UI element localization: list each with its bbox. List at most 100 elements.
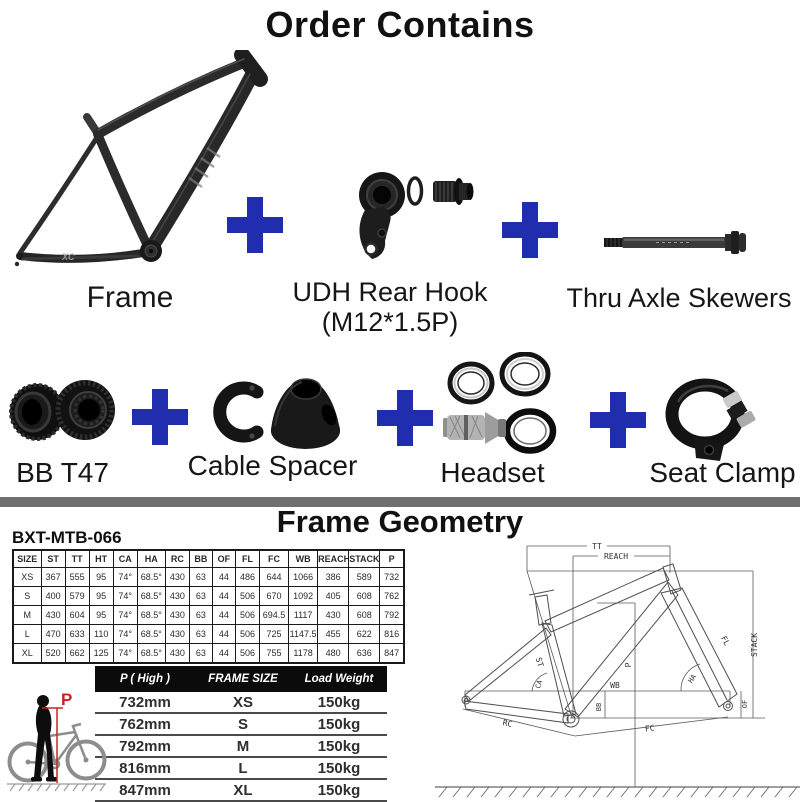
geometry-table-cell: 636 [348,643,381,664]
geometry-table-cell: 44 [211,605,236,625]
frame-label: Frame [86,281,174,314]
geometry-table-cell: 125 [88,643,114,664]
geometry-table-cell: 44 [211,567,236,587]
geometry-table-cell: 430 [164,605,190,625]
geometry-table-cell: 1092 [288,586,319,606]
geometry-table-cell: 506 [234,624,261,644]
height-table-cell: M [195,735,291,758]
geometry-table-header-cell: STACK [348,549,381,568]
geometry-table-header-cell: ST [40,549,66,568]
geometry-table-cell: 670 [258,586,290,606]
dim-label-tt: TT [592,542,602,551]
height-table-cell: 150kg [291,713,387,736]
geometry-table-cell: 1117 [288,605,319,625]
geometry-table-cell: 1178 [288,643,319,664]
geometry-table-cell: 608 [348,605,381,625]
geometry-table-cell: 367 [40,567,66,587]
geometry-table-cell: 622 [348,624,381,644]
frame-xc-logo: XC [61,252,75,262]
geometry-table-header-cell: WB [288,549,319,568]
height-table-cell: 150kg [291,779,387,802]
rider-silhouette [37,695,49,707]
dim-label-ca: CA [534,678,544,689]
height-table-cell: 816mm [95,757,195,780]
model-number: BXT-MTB-066 [12,528,122,547]
geometry-table-cell: 386 [317,567,350,587]
geometry-table-cell: 506 [234,643,261,664]
geometry-table-cell: S [12,586,42,606]
geometry-table-cell: M [12,605,42,625]
dim-label-wb: WB [610,681,620,690]
bb-t47-label: BB T47 [16,457,109,488]
dim-label-of: OF [741,700,749,708]
ground-hatch [7,783,106,792]
geometry-table-cell: XL [12,643,42,664]
height-table-cell: 847mm [95,779,195,802]
geometry-table-cell: 755 [258,643,290,664]
geometry-table-header-cell: FL [234,549,261,568]
thru-axle-image [604,231,746,254]
seat-clamp-label: Seat Clamp [649,457,796,488]
height-table-cell: 732mm [95,692,195,714]
geometry-table-cell: 110 [88,624,114,644]
geometry-table-cell: 63 [188,605,213,625]
geometry-table-cell: 732 [379,567,405,587]
headset-image [443,352,557,454]
section-divider [0,497,800,507]
dim-label-reach: REACH [604,552,628,561]
bb-t47-image [9,380,115,441]
geometry-table-cell: 430 [164,624,190,644]
geometry-table-header-cell: P [379,549,405,568]
geometry-table-cell: 455 [317,624,350,644]
order-contains-title: Order Contains [265,4,535,45]
geometry-table-cell: 470 [40,624,66,644]
dim-label-fc: FC [644,723,655,733]
dim-label-rc: RC [502,718,513,729]
dim-label-p: P [624,662,633,667]
geometry-table-cell: 63 [188,643,213,664]
height-table-cell: L [195,757,291,780]
geometry-table-cell: 480 [317,643,350,664]
height-table-cell: 762mm [95,713,195,736]
diagram-dimension-labels: TT REACH STACK WB BB P HA CA ST FL FC RC… [502,542,759,734]
geometry-table-cell: 506 [234,586,261,606]
geometry-table-cell: 633 [64,624,90,644]
geometry-table-cell: 725 [258,624,290,644]
geometry-table-header-cell: HT [88,549,114,568]
geometry-table-cell: 74° [112,605,138,625]
height-table-cell: 150kg [291,757,387,780]
geometry-table-cell: 430 [317,605,350,625]
diagram-ground-hatch [435,786,800,798]
geometry-table-cell: 68.5° [136,567,166,587]
standover-p-label: P [61,690,72,709]
geometry-table-cell: 430 [164,586,190,606]
geometry-table-cell: 792 [379,605,405,625]
geometry-table-cell: 405 [317,586,350,606]
geometry-table-cell: 520 [40,643,66,664]
geometry-table-header-cell: RC [164,549,190,568]
height-table-header-cell: FRAME SIZE [195,666,291,692]
geometry-table-cell: 68.5° [136,624,166,644]
geometry-table-cell: L [12,624,42,644]
geometry-table-cell: 579 [64,586,90,606]
dim-label-stack: STACK [750,633,759,657]
geometry-table-header-cell: OF [211,549,236,568]
cable-spacer-label: Cable Spacer [187,450,358,481]
height-table-header-cell: Load Weight [291,666,387,692]
geometry-table-cell: 44 [211,624,236,644]
geometry-table-cell: 63 [188,624,213,644]
geometry-table-header-cell: HA [136,549,166,568]
geometry-table-cell: 662 [64,643,90,664]
geometry-table-cell: 430 [164,643,190,664]
geometry-table-cell: 400 [40,586,66,606]
geometry-table-cell: 1066 [288,567,319,587]
height-table-header-cell: P ( High ) [95,666,195,692]
